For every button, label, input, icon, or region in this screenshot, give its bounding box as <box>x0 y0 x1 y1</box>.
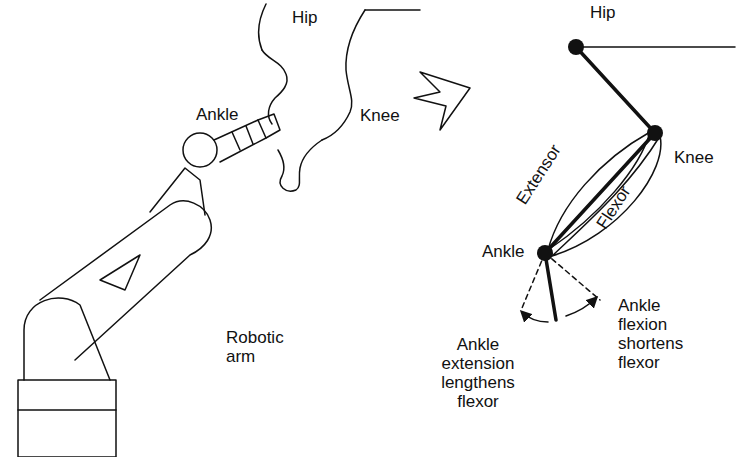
extension-arrow <box>522 312 548 322</box>
flexor-muscle <box>552 136 661 256</box>
leg-outline <box>262 50 287 124</box>
stick-leg <box>545 47 655 320</box>
transform-arrow <box>414 72 470 130</box>
hip-joint <box>568 39 584 55</box>
flexion-arrow <box>566 298 596 316</box>
motion-note: Ankle extension lengthens flexor <box>428 335 528 411</box>
robot-upper-arm <box>40 201 211 360</box>
foot-positions <box>522 253 600 308</box>
robot-gripper <box>214 120 266 162</box>
muscle-label: Extensor <box>512 141 564 208</box>
robot-gripper <box>258 114 280 138</box>
leg-outline <box>322 10 365 140</box>
joint-label: Knee <box>674 148 714 167</box>
robot-base <box>18 380 116 457</box>
joint-label: Hip <box>292 8 318 27</box>
pelvis-line <box>576 46 735 48</box>
joint-label: Hip <box>590 3 616 22</box>
part-label: Robotic arm <box>226 328 300 366</box>
robot-wrist <box>183 133 217 167</box>
motion-note: Ankle flexion shortens flexor <box>618 296 708 372</box>
foot-outline <box>278 140 322 191</box>
joint-label: Knee <box>360 106 400 125</box>
robot-base <box>18 409 116 411</box>
robot-panel <box>100 255 140 290</box>
ankle-joint <box>537 245 553 261</box>
robot-forearm <box>150 168 205 215</box>
leg-outline <box>259 4 266 50</box>
knee-joint <box>647 125 663 141</box>
robot-gripper <box>232 126 253 150</box>
joint-label: Ankle <box>196 105 239 124</box>
leg-outline <box>365 9 420 11</box>
joint-label: Ankle <box>482 242 525 261</box>
